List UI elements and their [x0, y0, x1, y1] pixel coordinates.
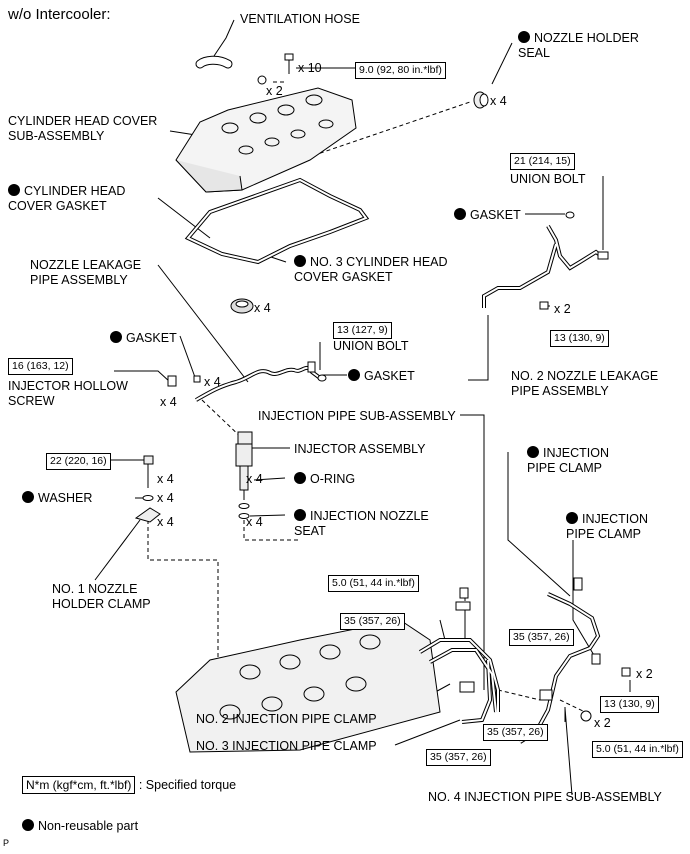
label-text: NOZZLE HOLDER SEAL	[518, 31, 639, 60]
non-reusable-dot-icon	[8, 184, 20, 196]
label-nozzle-holder-seal: NOZZLE HOLDER SEAL	[518, 31, 639, 61]
torque-pipe-35-a: 35 (357, 26)	[340, 613, 405, 630]
label-o-ring: O-RING	[294, 472, 355, 487]
legend-torque: N*m (kgf*cm, ft.*lbf) : Specified torque	[22, 776, 237, 794]
corner-mark: P	[3, 838, 10, 848]
label-text: INJECTION NOZZLE SEAT	[294, 509, 429, 538]
label-no1-nozzle-holder-clamp: NO. 1 NOZZLE HOLDER CLAMP	[52, 582, 151, 611]
label-injection-nozzle-seat: INJECTION NOZZLE SEAT	[294, 509, 429, 539]
non-reusable-dot-icon	[22, 819, 34, 831]
torque-nut-5-0-bottom: 5.0 (51, 44 in.*lbf)	[592, 741, 683, 758]
non-reusable-dot-icon	[348, 369, 360, 381]
label-text: CYLINDER HEAD COVER GASKET	[8, 184, 126, 213]
label-injection-pipe-clamp-2: INJECTION PIPE CLAMP	[566, 512, 648, 542]
torque-pipe-35-c: 35 (357, 26)	[483, 724, 548, 741]
label-cylinder-head-cover: CYLINDER HEAD COVER SUB-ASSEMBLY	[8, 114, 158, 143]
qty-no3-gasket: x 4	[254, 301, 271, 315]
non-reusable-dot-icon	[22, 491, 34, 503]
label-no2-nozzle-leakage-pipe: NO. 2 NOZZLE LEAKAGE PIPE ASSEMBLY	[511, 369, 659, 398]
label-no3-injection-pipe-clamp: NO. 3 INJECTION PIPE CLAMP	[196, 739, 377, 753]
non-reusable-dot-icon	[566, 512, 578, 524]
legend-non-reusable: Non-reusable part	[22, 819, 138, 833]
non-reusable-dot-icon	[294, 509, 306, 521]
label-union-bolt-top: UNION BOLT	[510, 172, 586, 186]
torque-no2-leakage-bolt: 13 (130, 9)	[550, 330, 609, 347]
torque-hollow-screw: 16 (163, 12)	[8, 358, 73, 375]
label-gasket-mid: GASKET	[348, 369, 415, 384]
label-no4-injection-pipe-sub: NO. 4 INJECTION PIPE SUB-ASSEMBLY	[428, 790, 662, 804]
label-injector-assembly: INJECTOR ASSEMBLY	[294, 442, 426, 456]
non-reusable-dot-icon	[454, 208, 466, 220]
label-text: INJECTION PIPE CLAMP	[527, 446, 609, 475]
label-text: INJECTION PIPE CLAMP	[566, 512, 648, 541]
torque-clamp-5-0-top: 5.0 (51, 44 in.*lbf)	[328, 575, 419, 592]
non-reusable-dot-icon	[527, 446, 539, 458]
non-reusable-dot-icon	[294, 472, 306, 484]
qty-right-clamp-bolt: x 2	[636, 667, 653, 681]
torque-union-bolt-mid: 13 (127, 9)	[333, 322, 392, 339]
label-no2-injection-pipe-clamp: NO. 2 INJECTION PIPE CLAMP	[196, 712, 377, 726]
non-reusable-dot-icon	[294, 255, 306, 267]
label-union-bolt-mid: UNION BOLT	[333, 339, 409, 353]
label-text: GASKET	[470, 208, 521, 222]
qty-cover-stud: x 2	[266, 84, 283, 98]
torque-clamp-bolt: 22 (220, 16)	[46, 453, 111, 470]
label-washer: WASHER	[22, 491, 92, 506]
non-reusable-dot-icon	[110, 331, 122, 343]
label-injection-pipe-sub: INJECTION PIPE SUB-ASSEMBLY	[258, 409, 456, 423]
qty-gasket-left: x 4	[204, 375, 221, 389]
legend-non-reusable-text: Non-reusable part	[38, 819, 139, 833]
label-gasket-left: GASKET	[110, 331, 177, 346]
label-ventilation-hose: VENTILATION HOSE	[240, 12, 360, 26]
label-text: WASHER	[38, 491, 93, 505]
torque-pipe-35-d: 35 (357, 26)	[426, 749, 491, 766]
label-injection-pipe-clamp-1: INJECTION PIPE CLAMP	[527, 446, 609, 476]
label-text: NO. 3 CYLINDER HEAD COVER GASKET	[294, 255, 448, 284]
qty-hollow-screw: x 4	[160, 395, 177, 409]
label-nozzle-leakage-pipe: NOZZLE LEAKAGE PIPE ASSEMBLY	[30, 258, 142, 287]
label-text: O-RING	[310, 472, 356, 486]
qty-washer: x 4	[157, 491, 174, 505]
label-injector-hollow-screw: INJECTOR HOLLOW SCREW	[8, 379, 128, 408]
label-gasket-right: GASKET	[454, 208, 521, 223]
label-no3-cover-gasket: NO. 3 CYLINDER HEAD COVER GASKET	[294, 255, 448, 285]
torque-pipe-35-b: 35 (357, 26)	[509, 629, 574, 646]
torque-cover-bolt: 9.0 (92, 80 in.*lbf)	[355, 62, 446, 79]
torque-clamp-bolt-right: 13 (130, 9)	[600, 696, 659, 713]
qty-cover-bolt: x 10	[298, 61, 322, 75]
qty-no2-bolt: x 2	[554, 302, 571, 316]
non-reusable-dot-icon	[518, 31, 530, 43]
label-cylinder-head-cover-gasket: CYLINDER HEAD COVER GASKET	[8, 184, 125, 214]
section-title: w/o Intercooler:	[8, 6, 111, 23]
label-text: GASKET	[364, 369, 415, 383]
legend-torque-text: : Specified torque	[138, 778, 237, 792]
qty-nozzle-seat: x 4	[246, 515, 263, 529]
qty-o-ring: x 4	[246, 472, 263, 486]
qty-bottom-nut: x 2	[594, 716, 611, 730]
label-text: GASKET	[126, 331, 177, 345]
qty-nozzle-seal: x 4	[490, 94, 507, 108]
qty-clamp: x 4	[157, 515, 174, 529]
qty-clamp-bolt: x 4	[157, 472, 174, 486]
torque-union-bolt-top: 21 (214, 15)	[510, 153, 575, 170]
legend-torque-box: N*m (kgf*cm, ft.*lbf)	[22, 776, 136, 794]
